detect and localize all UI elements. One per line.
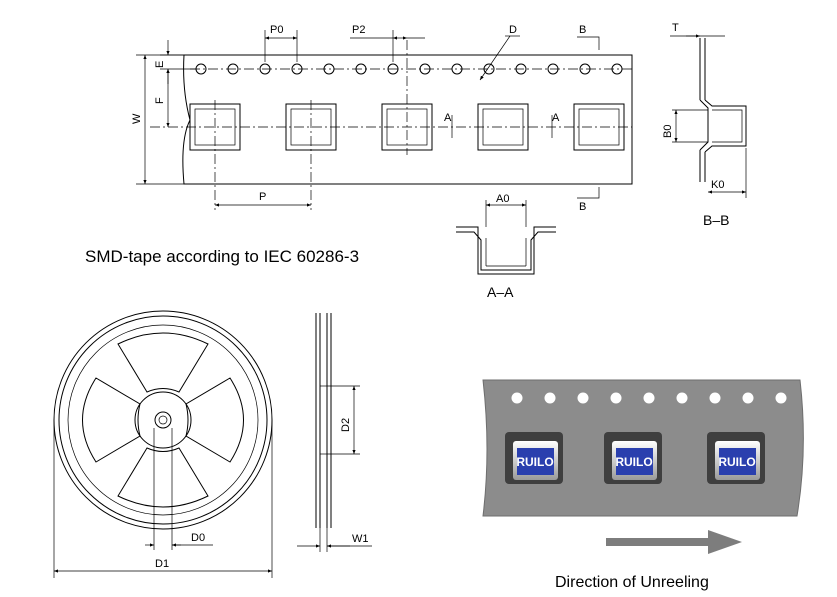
- dim-p2-label: P2: [352, 24, 365, 36]
- dim-a0-label: A0: [496, 193, 509, 205]
- tape-3d-pocket: RUILO: [604, 432, 662, 484]
- dim-w1-label: W1: [352, 533, 369, 545]
- component-marking-2: RUILO: [615, 455, 652, 469]
- reel-side-view: D2 W1: [297, 313, 372, 552]
- tape-3d-pocket: RUILO: [505, 432, 563, 484]
- section-b-bottom-label: B: [579, 201, 586, 213]
- tape-top-view: P0 P2 D E F W P A A B B: [131, 24, 633, 213]
- tape-3d-illustration: RUILO RUILO RUILO Direction of Unreeling: [482, 379, 804, 591]
- dim-d-label: D: [509, 24, 517, 36]
- tape-standard-caption: SMD-tape according to IEC 60286-3: [85, 247, 359, 266]
- section-bb-caption: B–B: [703, 212, 729, 228]
- dim-w-label: W: [131, 113, 143, 124]
- component-marking-1: RUILO: [516, 455, 553, 469]
- dim-e-label: E: [154, 61, 166, 68]
- dim-d1-label: D1: [155, 558, 169, 570]
- section-b-top-label: B: [579, 24, 586, 36]
- dim-f-label: F: [154, 97, 166, 104]
- section-bb-view: T B0 K0 B–B: [662, 22, 747, 228]
- direction-caption: Direction of Unreeling: [555, 574, 709, 591]
- section-aa-view: A0 A–A: [456, 193, 556, 300]
- sprocket-holes: [195, 63, 623, 75]
- dim-b0-label: B0: [662, 125, 674, 138]
- dim-d0-label: D0: [191, 532, 205, 544]
- dim-p0-label: P0: [270, 24, 283, 36]
- section-a-left-label: A: [444, 112, 452, 124]
- dim-d2-label: D2: [340, 418, 352, 432]
- reel-front-view: D0 D1: [53, 310, 273, 578]
- unreeling-direction-arrow: [606, 530, 742, 554]
- component-marking-3: RUILO: [718, 455, 755, 469]
- tape-3d-sprocket-holes: [511, 392, 787, 404]
- section-aa-caption: A–A: [487, 284, 514, 300]
- dim-t-label: T: [672, 22, 679, 34]
- section-a-right-label: A: [552, 112, 560, 124]
- dim-p-label: P: [259, 191, 266, 203]
- dim-k0-label: K0: [711, 179, 724, 191]
- tape-3d-pocket: RUILO: [707, 432, 765, 484]
